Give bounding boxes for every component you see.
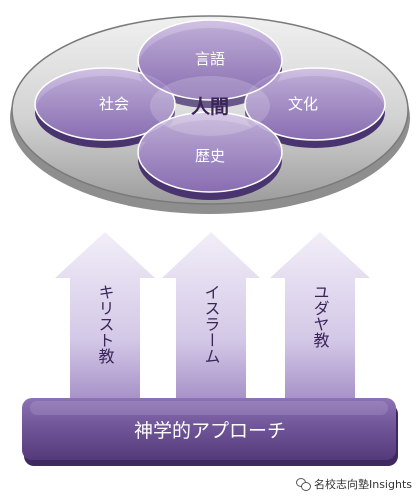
- center-label: 人間: [191, 96, 229, 118]
- petal-left-label: 社会: [99, 95, 129, 113]
- arrow-2-shape: [162, 232, 260, 398]
- arrow-1-shape: [55, 232, 155, 398]
- disc: [11, 15, 409, 205]
- petal-top: [137, 19, 283, 101]
- watermark: 名校志向塾Insights: [295, 476, 412, 492]
- petal-top-label: 言語: [195, 50, 225, 68]
- petal-bottom-label: 歴史: [195, 147, 225, 165]
- arrow-2-label: イスラーム: [202, 284, 221, 364]
- petals: [34, 19, 386, 193]
- arrow-3-shape: [270, 232, 370, 398]
- arrow-1-label: キリスト教: [96, 284, 115, 365]
- arrow-3-label: ユダヤ教: [311, 284, 330, 349]
- petal-center-glow: [150, 76, 270, 136]
- petal-right-label: 文化: [288, 95, 318, 113]
- petal-right: [244, 67, 386, 141]
- base-label: 神学的アプローチ: [134, 420, 286, 442]
- petal-left: [34, 67, 176, 141]
- base-block: [22, 398, 396, 460]
- arrows: [55, 232, 370, 398]
- watermark-text: 名校志向塾Insights: [313, 478, 412, 491]
- wechat-icon: [295, 478, 311, 491]
- petal-bottom: [137, 111, 283, 193]
- base-highlight: [30, 401, 388, 415]
